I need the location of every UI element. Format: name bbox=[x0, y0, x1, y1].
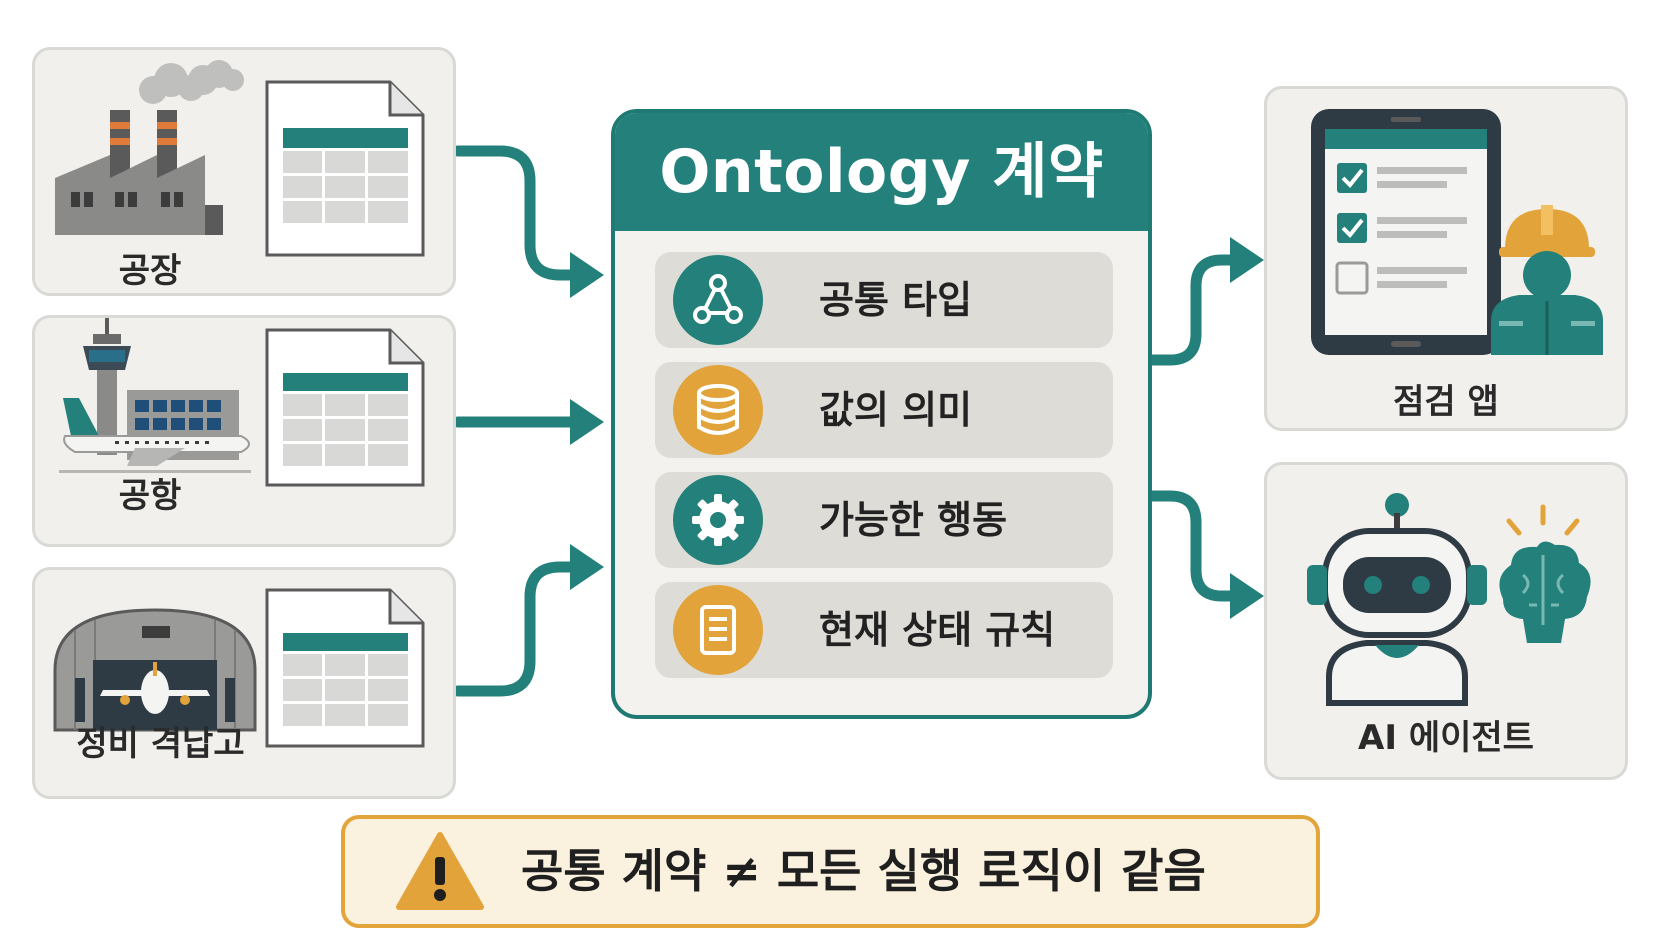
robot-brain-icon bbox=[1307, 493, 1591, 706]
source-card-airport: 공항 bbox=[32, 315, 456, 547]
ontology-title: Ontology 계약 bbox=[615, 113, 1148, 231]
ontology-item-label: 현재 상태 규칙 bbox=[819, 608, 1056, 652]
document-icon bbox=[673, 585, 763, 675]
warning-banner: 공통 계약 ≠ 모든 실행 로직이 같음 bbox=[341, 815, 1320, 928]
factory-icon bbox=[55, 60, 244, 235]
consumer-card-inspection-app: 점검 앱 bbox=[1264, 86, 1628, 431]
ontology-item-state-rule: 현재 상태 규칙 bbox=[655, 582, 1113, 678]
spreadsheet-icon bbox=[265, 80, 425, 257]
consumer-label-ai-agent: AI 에이전트 bbox=[1358, 718, 1534, 758]
ontology-item-value-meaning: 값의 의미 bbox=[655, 362, 1113, 458]
warning-text: 공통 계약 ≠ 모든 실행 로직이 같음 bbox=[521, 844, 1206, 898]
hangar-icon bbox=[53, 608, 257, 732]
arrow-hangar bbox=[452, 561, 578, 697]
tablet-checklist-icon bbox=[1311, 109, 1603, 355]
graph-nodes-icon bbox=[673, 255, 763, 345]
source-label-factory: 공장 bbox=[118, 251, 182, 291]
database-icon bbox=[673, 365, 763, 455]
ontology-item-label: 가능한 행동 bbox=[819, 498, 1008, 542]
source-card-hangar: 정비 격납고 bbox=[32, 567, 456, 799]
arrow-factory bbox=[452, 145, 578, 281]
ontology-item-label: 공통 타입 bbox=[819, 278, 973, 322]
consumer-label-inspection-app: 점검 앱 bbox=[1393, 382, 1499, 422]
ontology-contract-box: Ontology 계약 공통 타입 값의 의미 bbox=[611, 109, 1152, 719]
consumer-card-ai-agent: AI 에이전트 bbox=[1264, 462, 1628, 780]
ontology-item-possible-action: 가능한 행동 bbox=[655, 472, 1113, 568]
source-label-airport: 공항 bbox=[118, 476, 182, 516]
source-label-hangar: 정비 격납고 bbox=[76, 724, 245, 764]
airport-icon bbox=[59, 318, 251, 473]
warning-icon bbox=[396, 832, 484, 910]
arrow-app bbox=[1146, 254, 1238, 366]
gear-icon bbox=[673, 475, 763, 565]
ontology-item-common-type: 공통 타입 bbox=[655, 252, 1113, 348]
arrow-ai bbox=[1146, 490, 1238, 602]
spreadsheet-icon bbox=[265, 328, 425, 487]
spreadsheet-icon bbox=[265, 588, 425, 748]
source-card-factory: 공장 bbox=[32, 47, 456, 296]
ontology-item-label: 값의 의미 bbox=[819, 388, 973, 432]
